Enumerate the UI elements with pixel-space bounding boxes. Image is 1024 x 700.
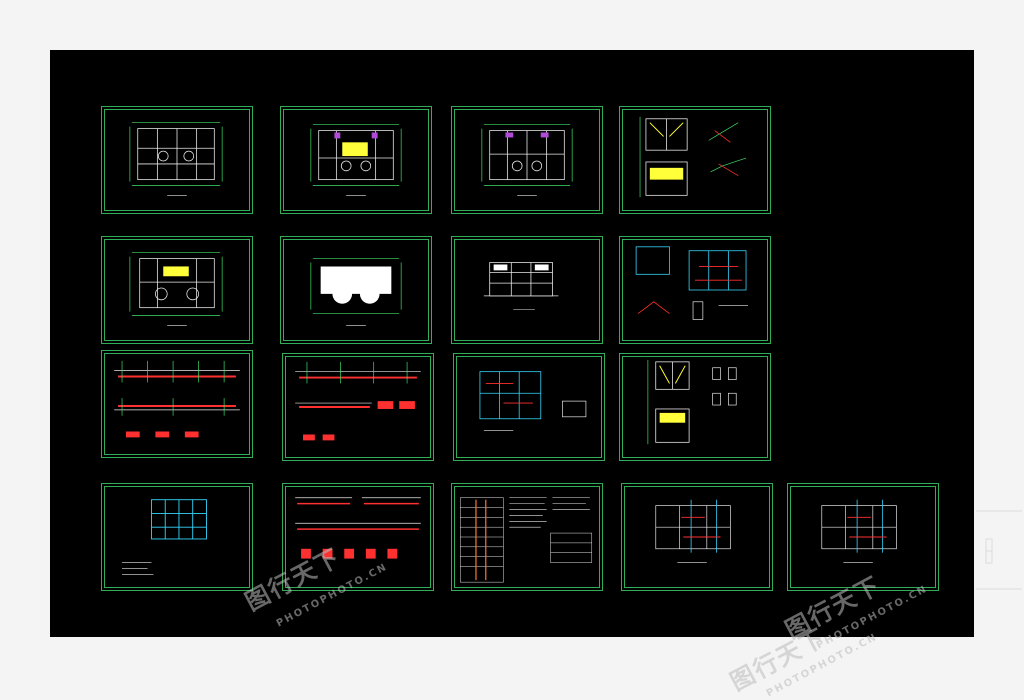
drawing-sheet-floorplan-2[interactable] <box>280 106 432 214</box>
drawing-sheet-beam-sections[interactable] <box>282 483 434 591</box>
elevation-drawing <box>483 262 559 310</box>
drawing-sheet-roof-plan[interactable] <box>280 236 432 344</box>
floorplan-drawing <box>129 252 223 326</box>
drawing-sheet-floorplan-4[interactable] <box>101 236 253 344</box>
drawing-sheet-beam-details-1[interactable] <box>101 350 253 458</box>
foundation-plan-drawing <box>122 499 207 575</box>
drawing-sheet-structural-plan-3[interactable] <box>787 483 939 591</box>
beam-detail-drawing <box>114 360 240 438</box>
cad-model-space[interactable] <box>50 50 974 637</box>
drawing-sheet-section-details[interactable] <box>619 236 771 344</box>
floorplan-drawing <box>129 122 223 196</box>
margin-line-art <box>976 510 1022 590</box>
beam-detail-drawing <box>295 361 421 441</box>
stair-detail-drawing <box>647 359 737 445</box>
drawing-sheet-floorplan-3[interactable] <box>451 106 603 214</box>
roof-plan-drawing <box>310 258 402 326</box>
structural-plan-drawing <box>479 371 587 431</box>
notes-table-drawing <box>460 497 593 583</box>
drawing-sheet-floorplan-1[interactable] <box>101 106 253 214</box>
drawing-sheet-beam-details-2[interactable] <box>282 353 434 461</box>
floorplan-drawing <box>310 124 402 196</box>
drawing-sheet-stair-details[interactable] <box>619 106 771 214</box>
structural-plan-drawing <box>655 499 731 563</box>
drawing-sheet-notes-table[interactable] <box>451 483 603 591</box>
stair-detail-drawing <box>639 116 747 198</box>
drawing-sheet-structural-plan-2[interactable] <box>621 483 773 591</box>
drawing-sheet-foundation-plan[interactable] <box>101 483 253 591</box>
drawing-sheet-stair-details-2[interactable] <box>619 353 771 461</box>
drawing-sheet-elevation[interactable] <box>451 236 603 344</box>
floorplan-drawing <box>481 124 573 196</box>
section-detail-drawing <box>635 246 748 320</box>
drawing-sheet-structural-plan-1[interactable] <box>453 353 605 461</box>
